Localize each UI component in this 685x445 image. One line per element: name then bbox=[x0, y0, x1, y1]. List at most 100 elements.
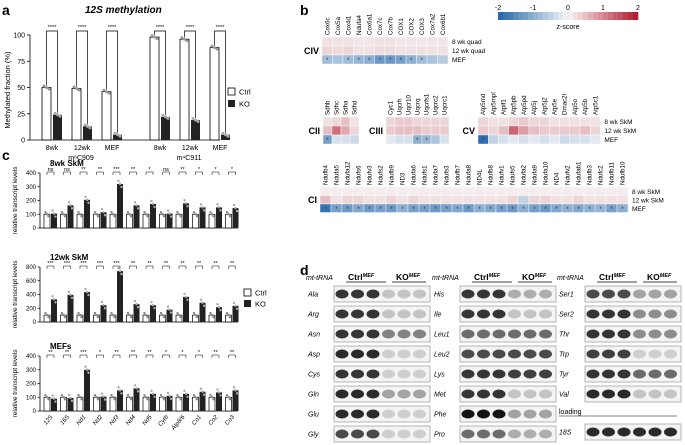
panel-b-letter: b bbox=[300, 2, 309, 18]
ci-cell bbox=[451, 186, 464, 196]
z-score-colorbar-segment bbox=[508, 12, 514, 20]
z-score-colorbar-segment bbox=[558, 12, 564, 20]
panel-c-dot-ko bbox=[235, 209, 239, 213]
panel-d-blot-band bbox=[477, 429, 490, 439]
ci-complex-label: CI bbox=[308, 195, 317, 205]
panel-c-bar-ko bbox=[232, 208, 239, 228]
panel-c-dot-ko bbox=[201, 301, 204, 304]
panel-c-sig-bracket bbox=[145, 171, 154, 175]
panel-d-trna-label: Val bbox=[559, 391, 569, 398]
ci-cell-star: * bbox=[544, 207, 547, 213]
panel-d-blot-band bbox=[413, 289, 426, 299]
ciii-cell bbox=[430, 134, 441, 145]
panel-c-sig-bracket bbox=[178, 354, 187, 358]
panel-d-blot-band bbox=[633, 369, 646, 379]
panel-a-bar-ctrl bbox=[101, 91, 112, 141]
panel-c-sig-bracket bbox=[145, 354, 154, 358]
panel-d-letter: d bbox=[300, 262, 309, 278]
cv-cell bbox=[549, 134, 560, 145]
panel-c-gene-label: Nd5 bbox=[142, 414, 154, 427]
ci-cell bbox=[616, 195, 629, 205]
panel-c-dot-ko bbox=[219, 394, 222, 397]
civ-cell bbox=[374, 36, 386, 47]
panel-c-dot-ctrl bbox=[146, 398, 149, 401]
panel-a-sig-bracket bbox=[106, 30, 118, 133]
panel-c-dot-ko bbox=[84, 287, 87, 291]
panel-d-blot-band bbox=[508, 289, 521, 299]
panel-d-trna-label: Ile bbox=[434, 311, 442, 318]
panel-a-category-label: 8wk bbox=[154, 145, 167, 152]
panel-c-dot-ctrl bbox=[194, 313, 197, 317]
panel-c-dot-ko bbox=[184, 295, 188, 299]
panel-d-blot-band bbox=[492, 409, 506, 419]
panel-d-blot-band bbox=[366, 329, 380, 339]
civ-cell bbox=[437, 45, 449, 56]
panel-d-blot-band bbox=[335, 429, 349, 439]
panel-d-blot-band bbox=[477, 289, 490, 299]
z-score-colorbar-segment bbox=[568, 12, 574, 20]
panel-d-blot-band bbox=[382, 409, 395, 419]
panel-a-bar-ctrl bbox=[41, 87, 52, 141]
panel-c-dot-ctrl bbox=[95, 213, 98, 216]
panel-d-blot-band bbox=[664, 329, 677, 339]
panel-d-blot-band bbox=[523, 429, 537, 439]
panel-c-dot-ko bbox=[169, 215, 173, 218]
cii-cell bbox=[349, 116, 360, 127]
panel-c-dot-ctrl bbox=[179, 215, 182, 218]
panel-c-dot-ctrl bbox=[47, 215, 50, 218]
panel-a-dot-ctrl bbox=[180, 36, 184, 40]
ci-gene-label: Ndufa5 bbox=[334, 164, 341, 185]
cv-cell bbox=[498, 125, 509, 136]
panel-c-dot-ctrl bbox=[96, 215, 100, 218]
panel-d-blot-band bbox=[413, 429, 426, 439]
panel-c-sig-label: * bbox=[198, 167, 201, 173]
panel-c-bar-ko bbox=[150, 305, 156, 322]
panel-d-trna-label: Arg bbox=[307, 311, 319, 318]
panel-c-sig-bracket bbox=[211, 354, 220, 358]
panel-d-blot-band bbox=[648, 427, 662, 437]
cii-cell bbox=[331, 134, 342, 145]
ci-cell bbox=[440, 186, 453, 196]
panel-c-dot-ko bbox=[120, 185, 123, 189]
panel-a-dot-ctrl bbox=[213, 46, 216, 50]
panel-a-category-label: 12wk bbox=[74, 145, 91, 152]
panel-d-ctrl-header: CtrlMEF bbox=[474, 272, 501, 282]
panel-d-blot-band bbox=[335, 369, 349, 379]
panel-c-sig-label: ** bbox=[147, 261, 152, 267]
ci-cell bbox=[396, 195, 409, 205]
z-score-label: z-score bbox=[557, 24, 580, 31]
panel-c-dot-ctrl bbox=[177, 213, 181, 216]
panel-c-dot-ctrl bbox=[129, 215, 133, 218]
cv-cell bbox=[579, 125, 591, 136]
ci-row-label: MEF bbox=[632, 206, 646, 213]
panel-c-sig-label: * bbox=[99, 350, 102, 356]
panel-c-sig-label: ** bbox=[114, 350, 119, 356]
panel-d-blot-band bbox=[335, 289, 349, 299]
panel-c-bar-ko bbox=[216, 307, 222, 322]
panel-a-bar-ctrl bbox=[179, 38, 190, 141]
z-score-colorbar-segment bbox=[613, 12, 619, 20]
panel-c-dot-ctrl bbox=[225, 311, 229, 315]
ciii-gene-label: Uqcrc2 bbox=[433, 95, 440, 115]
ci-cell-star: * bbox=[489, 207, 492, 213]
civ-gene-label: Cox6c bbox=[324, 17, 331, 35]
panel-a-legend-ko-swatch bbox=[228, 100, 235, 107]
panel-c-dot-ctrl bbox=[62, 396, 65, 399]
panel-a-dot-ctrl bbox=[185, 39, 189, 43]
panel-c-dot-ko bbox=[153, 205, 156, 209]
panel-c-sig-bracket bbox=[178, 265, 187, 269]
panel-c-title: 12wk SkM bbox=[50, 253, 89, 262]
ci-cell bbox=[385, 195, 398, 205]
z-score-colorbar-segment bbox=[523, 12, 529, 20]
panel-c-dot-ctrl bbox=[113, 398, 116, 401]
ciii-cell bbox=[403, 116, 414, 127]
panel-c-dot-ctrl bbox=[128, 396, 131, 399]
civ-cell bbox=[426, 36, 438, 47]
panel-c-dot-ctrl bbox=[45, 396, 49, 399]
civ-cell-star: * bbox=[368, 58, 371, 64]
panel-a-dot-ctrl bbox=[153, 35, 156, 39]
panel-c-dot-ko bbox=[102, 210, 105, 214]
panel-a-dot-ctrl bbox=[77, 88, 81, 92]
civ-cell bbox=[426, 45, 438, 56]
panel-c-bar-ko bbox=[67, 205, 74, 228]
